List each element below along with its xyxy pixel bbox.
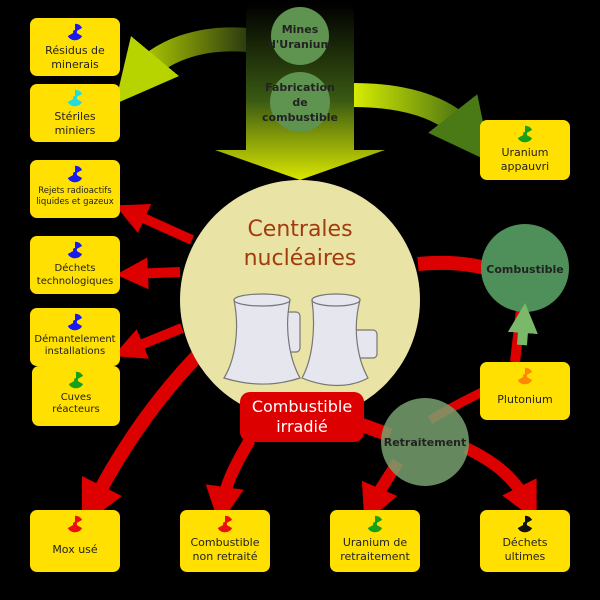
comb-non-retraite-label: Combustible non retraité [190, 536, 260, 563]
box-dechets-technologiques: Déchets technologiques [30, 236, 120, 294]
box-cuves: Cuves réacteurs [32, 366, 120, 426]
radiation-trefoil-icon [67, 23, 83, 41]
radiation-trefoil-icon [367, 515, 383, 533]
mines-circle [271, 7, 329, 65]
dechets-tech-label: Déchets technologiques [36, 263, 114, 287]
dechets-ultimes-label: Déchets ultimes [502, 536, 548, 563]
box-uranium-appauvri: Uranium appauvri [480, 120, 570, 180]
arrow-to-residus [115, 27, 249, 104]
mines-label: Mines d'Uranium [268, 23, 332, 51]
arrow-to-dechets-ultimes [463, 442, 537, 522]
box-mox: Mox usé [30, 510, 120, 572]
cooling-tower-icon [223, 293, 378, 387]
box-demantelement: Démantelement installations [30, 308, 120, 366]
arrow-to-comb-non-retraite [205, 436, 256, 526]
rejets-label: Rejets radioactifs liquides et gazeux [36, 186, 114, 207]
arrow-green-up [507, 303, 538, 346]
box-rejets: Rejets radioactifs liquides et gazeux [30, 160, 120, 218]
fabrication-label: Fabrication de combustible [262, 81, 338, 124]
steriles-label: Stériles miniers [54, 110, 96, 137]
retraitement-label: Retraitement [383, 436, 467, 449]
box-residus: Résidus de minerais [30, 18, 120, 76]
combustible-node [481, 224, 569, 312]
radiation-trefoil-icon [67, 515, 83, 533]
cuves-label: Cuves réacteurs [52, 392, 100, 415]
residus-label: Résidus de minerais [45, 44, 105, 71]
radiation-trefoil-icon [517, 367, 533, 385]
radiation-trefoil-icon [217, 515, 233, 533]
arrow-to-uranium-appauvri [351, 83, 492, 163]
arrow-to-mox [81, 350, 204, 527]
box-plutonium: Plutonium [480, 362, 570, 420]
radiation-trefoil-icon [517, 515, 533, 533]
fabrication-circle [270, 72, 330, 132]
arrow-to-demantelement [113, 323, 184, 359]
retraitement-node [381, 398, 469, 486]
combustible-label: Combustible [486, 263, 564, 276]
box-uranium-retraitement: Uranium de retraitement [330, 510, 420, 572]
radiation-trefoil-icon [67, 165, 83, 183]
box-steriles: Stériles miniers [30, 84, 120, 142]
radiation-trefoil-icon [517, 125, 533, 143]
box-dechets-ultimes: Déchets ultimes [480, 510, 570, 572]
uranium-appauvri-label: Uranium appauvri [500, 146, 550, 173]
demantelement-label: Démantelement installations [34, 334, 116, 357]
mox-label: Mox usé [52, 543, 98, 556]
arrow-to-rejets [115, 204, 195, 245]
arrow-combustible-to-plant [417, 255, 488, 275]
box-combustible-non-retraite: Combustible non retraité [180, 510, 270, 572]
plant-title: Centrales nucléaires [243, 217, 357, 271]
radiation-trefoil-icon [68, 371, 84, 389]
irradiated-fuel-label: Combustible irradié [240, 392, 364, 442]
radiation-trefoil-icon [67, 313, 83, 331]
radiation-trefoil-icon [67, 241, 83, 259]
uranium-retraitement-label: Uranium de retraitement [340, 536, 410, 563]
radiation-trefoil-icon [67, 89, 83, 107]
arrow-to-dechets-tech [116, 257, 181, 290]
plutonium-label: Plutonium [497, 393, 553, 406]
